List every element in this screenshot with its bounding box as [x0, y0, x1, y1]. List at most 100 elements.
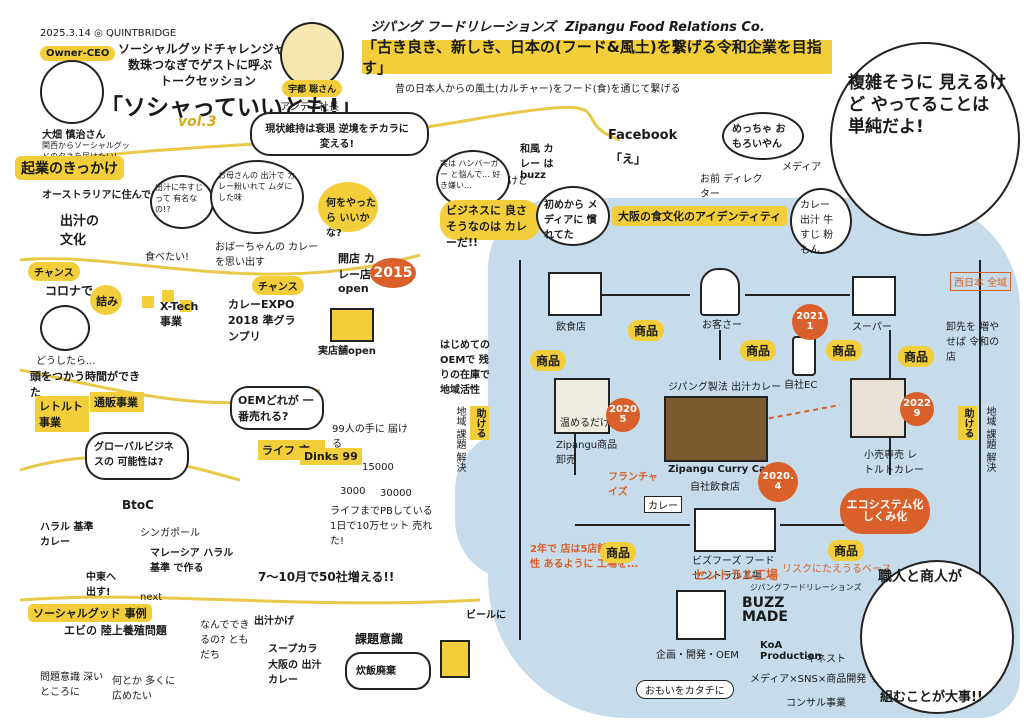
chance-tag-2: チャンス	[252, 276, 304, 295]
mailorder-business: 通販事業	[90, 392, 144, 412]
first-media: 初めから メディアに 慣れてた	[544, 200, 598, 241]
product-tag-factory-2: 商品	[828, 540, 865, 561]
wholesale-note: 卸先を 増やせば 令和の店	[946, 322, 1000, 363]
middle-east: 中東へ 出す!	[86, 572, 116, 598]
reproduce-note: 2年で 店は5店舗 再現性 あるように 工場を...	[530, 544, 639, 570]
buzz-made-logo: BUZZ MADE	[742, 595, 788, 625]
why-question: なんでできるの? ともだち	[200, 620, 250, 661]
subtitle-line2: 数珠つなぎでゲストに呼ぶ	[128, 58, 273, 72]
oem-pb-note: ライフまでPBしている 1日で10万セット 売れた!	[330, 506, 433, 547]
media-label: メディア	[782, 162, 822, 173]
soup-curry: スープカラ	[268, 644, 318, 655]
curry-tag: カレー	[644, 496, 682, 513]
rice-waste: 炊飯廃棄	[356, 666, 396, 677]
grandma-note: おばーちゃんの カレーを思い出す	[215, 242, 319, 268]
good-question-bubble	[318, 182, 378, 232]
complex-bubble	[830, 42, 1020, 236]
osaka-identity: 大阪の食文化のアイデンティティ	[612, 206, 788, 226]
burger-bubble	[436, 150, 510, 209]
risk-label: リスクにたえうるベース	[782, 564, 892, 575]
dashi-question: 出汁に牛すじって 有名なの!?	[155, 183, 203, 214]
guest-name: 宇都 聡さん	[282, 80, 343, 97]
craftsmen-label: 職人と商人が	[878, 569, 962, 585]
think-time: 頭をつかう時間ができた	[30, 370, 140, 399]
btoc-label: BtoC	[122, 498, 154, 512]
event-volume: vol.3	[178, 114, 217, 130]
wafuu-curry: 和風 カレー は buzz	[520, 144, 554, 181]
cafe-sub: 自社飲食店	[690, 482, 740, 493]
subtitle-line3: トークセッション	[160, 74, 257, 88]
franchise-label: フランチャイズ	[608, 472, 658, 498]
zipangu-corp: ジパングフードリレーションズ	[750, 583, 862, 592]
dashi-note: 出汁の文化	[60, 214, 100, 248]
restaurant-node	[548, 272, 602, 316]
stuck-label: 詰み	[96, 295, 118, 308]
product-tag-1: 商品	[530, 350, 567, 371]
curry-memory: お母さんの 出汁で カレー粉いれて ムダにした味	[218, 171, 296, 202]
worried-face	[40, 305, 90, 351]
zipangu-products: Zipangu商品 卸売	[556, 440, 618, 466]
together-label: 組むことが大事!!	[880, 690, 983, 705]
singapore-label: シンガポール	[140, 528, 200, 539]
company-mission-sub: 昔の日本人からの風土(カルチャー)をフード(食)を通じて繋げる	[395, 84, 681, 95]
west-japan: 西日本 全域	[950, 272, 1012, 291]
global-bubble	[85, 432, 189, 480]
media-bubble	[536, 186, 610, 246]
burger-question: 実は ハンバーガー と悩んで... 好き嫌い...	[440, 159, 501, 190]
supermarket-label: スーパー	[852, 322, 892, 333]
subtitle-line1: ソーシャルグッドチャレンジャーを	[118, 42, 310, 56]
oem-bubble	[230, 386, 324, 430]
host-badge: Owner-CEO	[40, 46, 116, 61]
product-tag-factory: 商品	[600, 542, 637, 563]
how-note: どうしたら...	[36, 356, 96, 367]
stuck-badge	[90, 285, 122, 315]
help-right: 助ける	[958, 406, 977, 440]
dev-node	[676, 590, 726, 640]
local-solve-right: 地域 課題 解決	[984, 406, 995, 473]
omoi-label: おもいをカタチに	[636, 680, 734, 699]
company-name: ジパング フードリレーションズ Zipangu Food Relations C…	[370, 20, 765, 35]
complex-message: 複雑そうに 見えるけど やってることは 単純だよ!	[848, 73, 1007, 138]
dashi-bubble	[150, 175, 214, 229]
restaurant-label: 飲食店	[556, 322, 586, 333]
supermarket-node	[852, 276, 896, 316]
help-left: 助ける	[470, 406, 489, 440]
company-mission: 「古き良き、新しき、日本の(フード&風土)を繋げる令和企業を目指す」	[362, 38, 832, 77]
guest-avatar	[280, 22, 344, 88]
facebook-label: Facebook	[608, 128, 678, 143]
central-label: セントラル工場	[694, 568, 779, 582]
e-label: 「え」	[610, 152, 647, 166]
phone-icon	[792, 336, 816, 376]
warm-label: 温めるだけ	[560, 418, 610, 429]
local-solve-left: 地域 課題 解決	[454, 406, 465, 473]
dev-label: 企画・開発・OEM	[656, 650, 739, 661]
australia-note: オーストラリアに住んでた時	[42, 190, 171, 201]
factory-node	[694, 508, 776, 552]
factory-label: ビズフーズ フードセントラル工場	[692, 556, 775, 582]
kedo-label: けど	[508, 176, 528, 187]
shop-icon	[330, 308, 374, 342]
global-question: グローバルビジネスの 可能性は?	[94, 442, 174, 468]
curry-items: カレー 出汁 牛すじ 粉もん	[800, 200, 834, 256]
busy-note: めっちゃ おもろいやん	[732, 124, 786, 150]
year-2015-badge: 2015	[370, 258, 416, 288]
want-to-eat: 食べたい!	[145, 252, 190, 263]
oem-title: OEMどれが 一番売れる?	[238, 394, 314, 423]
xtech-cluster	[142, 290, 197, 330]
business-question: ビジネスに 良さそうなのは カレーだ!!	[440, 200, 540, 249]
event-date: 2025.3.14 ◎ QUINTBRIDGE	[40, 28, 177, 39]
shop-open: 開店 カレー店 open	[338, 252, 375, 295]
dashi-kake: 出汁かげ	[254, 616, 294, 627]
spread: 何とか 多くに広めたい	[112, 676, 176, 702]
xtech-label: X-Tech 事業	[160, 300, 199, 328]
year-2021-badge: 2021 1	[792, 304, 828, 340]
product-tag-5: 商品	[898, 346, 935, 367]
host-avatar	[40, 60, 104, 124]
media-sns: メディア×SNS×商品開発 サポート	[750, 674, 910, 685]
year-2020-4-badge: 2020. 4	[758, 462, 798, 502]
challenge-title: 課題意識	[355, 632, 404, 646]
guest-speech: 現状維持は衰退 逆境をチカラに変える!	[265, 124, 409, 150]
next-label: next	[140, 592, 163, 603]
media-director: お前 ディレクター	[700, 174, 763, 200]
section-start: 起業のきっかけ	[15, 156, 125, 180]
